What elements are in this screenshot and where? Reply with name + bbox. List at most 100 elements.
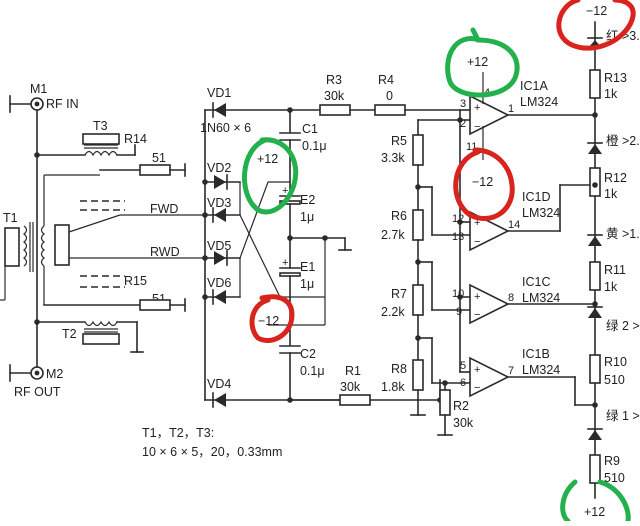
detector-section: VD1 1N60 × 6 VD2 VD3 VD5 VD6 VD4 xyxy=(200,73,461,408)
svg-text:8: 8 xyxy=(508,292,514,304)
t1-secondary xyxy=(54,224,70,266)
ic1a-opamp[interactable] xyxy=(469,94,510,136)
divider-ladder: R5 3.3k R6 2.7k R7 2.2k R8 1.8k xyxy=(381,109,474,436)
t3-winding xyxy=(84,150,118,157)
ic1d-label: IC1D xyxy=(522,190,550,204)
r13-resistor xyxy=(589,69,601,99)
r15-resistor xyxy=(139,299,171,311)
svg-text:+: + xyxy=(474,102,480,114)
e1-value: 1μ xyxy=(300,277,314,291)
led-supply-pos: +12 xyxy=(584,505,605,519)
r8-value: 1.8k xyxy=(381,380,405,394)
vd5-label: VD5 xyxy=(207,239,231,253)
r12-value: 1k xyxy=(604,187,618,201)
vd6-diode xyxy=(214,290,226,304)
t1-core xyxy=(4,227,20,267)
ic1c-opamp[interactable] xyxy=(469,283,510,325)
ic1b-opamp[interactable] xyxy=(469,356,510,398)
rf-coupler-section: M1 RF IN M2 RF OUT T1 T3 R xyxy=(0,82,205,399)
r1-value: 30k xyxy=(340,380,361,394)
r11-value: 1k xyxy=(604,280,618,294)
t1-label: T1 xyxy=(3,211,18,225)
r8-resistor xyxy=(412,359,424,391)
red-circle-e1-neg xyxy=(249,294,295,343)
r10-label: R10 xyxy=(604,355,627,369)
r7-resistor xyxy=(412,284,424,316)
winding-note: T1，T2，T3: 10 × 6 × 5，20，0.33mm xyxy=(142,426,282,459)
e1-supply-neg: −12 xyxy=(258,314,279,328)
svg-text:14: 14 xyxy=(508,219,520,231)
r2-resistor xyxy=(439,389,451,416)
rf-out-label: RF OUT xyxy=(14,385,61,399)
led4-icon xyxy=(588,144,602,154)
r5-value: 3.3k xyxy=(381,151,405,165)
led3-icon xyxy=(588,236,602,246)
t1-winding-primary xyxy=(23,225,28,267)
r10-resistor xyxy=(589,354,601,384)
r9-resistor xyxy=(589,454,601,484)
c1-supply-pos: +12 xyxy=(257,152,278,166)
svg-text:+: + xyxy=(474,217,480,229)
green-circle-c1-pos xyxy=(242,137,299,215)
svg-text:9: 9 xyxy=(456,306,462,318)
vd6-label: VD6 xyxy=(207,276,231,290)
c1-value: 0.1μ xyxy=(302,139,327,153)
r12-label: R12 xyxy=(604,171,627,185)
t2-winding xyxy=(84,320,118,327)
vd4-diode xyxy=(214,393,226,407)
green-circle-opamp-pos xyxy=(445,27,520,98)
r4-label: R4 xyxy=(378,73,394,87)
vd3-diode xyxy=(214,208,226,222)
ic1c-label: IC1C xyxy=(522,275,550,289)
r4-value: 0 xyxy=(386,89,393,103)
svg-text:11: 11 xyxy=(466,141,477,153)
r11-resistor xyxy=(589,261,601,291)
svg-text:2: 2 xyxy=(460,118,466,130)
ic1d-opamp[interactable] xyxy=(469,210,510,252)
led-ladder: −12 +12 红 >3.0 R13 1k 橙 >2.0 R12 1k 黄 >1… xyxy=(584,4,640,519)
r3-label: R3 xyxy=(326,73,342,87)
annotations xyxy=(242,0,636,524)
svg-text:1: 1 xyxy=(508,103,514,115)
r12-resistor xyxy=(589,167,601,197)
r2-value: 30k xyxy=(453,416,474,430)
vd4-label: VD4 xyxy=(207,377,231,391)
opamp-supply-pos: +12 xyxy=(467,55,488,69)
svg-text:6: 6 xyxy=(460,377,466,389)
r7-value: 2.2k xyxy=(381,305,405,319)
r1-label: R1 xyxy=(345,364,361,378)
vd2-label: VD2 xyxy=(207,161,231,175)
note-line-2: 10 × 6 × 5，20，0.33mm xyxy=(142,445,282,459)
svg-text:+: + xyxy=(474,364,480,376)
svg-text:−: − xyxy=(474,121,480,133)
svg-text:−: − xyxy=(474,309,480,321)
rf-in-label: RF IN xyxy=(46,97,79,111)
led1-label: 绿 1 >1.0 xyxy=(606,408,640,423)
ic1b-part: LM324 xyxy=(522,363,560,377)
vd5-diode xyxy=(214,251,226,265)
led4-label: 橙 >2.0 xyxy=(606,133,640,148)
e2-label: E2 xyxy=(300,193,315,207)
r5-label: R5 xyxy=(391,134,407,148)
note-line-1: T1，T2，T3: xyxy=(142,426,214,440)
led3-label: 黄 >1.5 xyxy=(606,227,640,241)
fwd-label: FWD xyxy=(150,202,178,216)
red-circle-led-neg xyxy=(556,0,636,51)
vd1-type: 1N60 × 6 xyxy=(200,121,251,135)
rwd-label: RWD xyxy=(150,245,180,259)
t3-label: T3 xyxy=(93,119,108,133)
r3-value: 30k xyxy=(324,89,345,103)
r6-resistor xyxy=(412,209,424,241)
m1-label: M1 xyxy=(30,82,47,96)
e1-label: E1 xyxy=(300,260,315,274)
r1-resistor xyxy=(339,394,371,406)
svg-text:−: − xyxy=(474,236,480,248)
vd1-diode xyxy=(214,103,226,117)
r14-label: R14 xyxy=(124,132,147,146)
ic1a-label: IC1A xyxy=(520,79,548,93)
r3-resistor xyxy=(319,104,351,116)
ic1c-part: LM324 xyxy=(522,291,560,305)
r10-value: 510 xyxy=(604,373,625,387)
r14-value: 51 xyxy=(152,151,166,165)
